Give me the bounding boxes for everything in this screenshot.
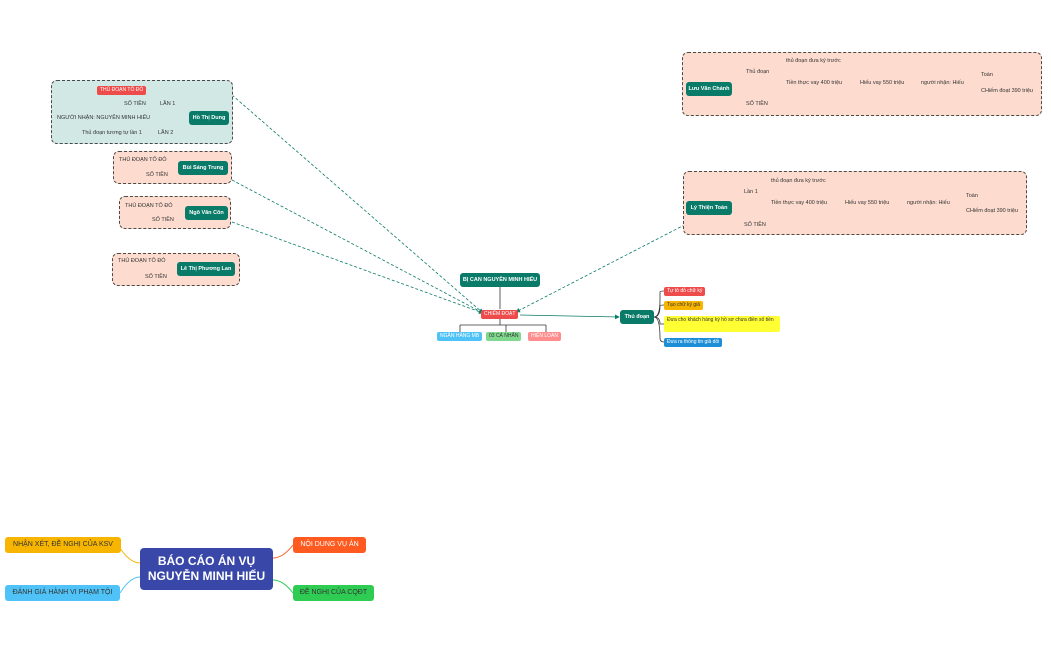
hodung-lan1[interactable]: LẦN 1 bbox=[160, 101, 176, 107]
hodung-sotien[interactable]: SỐ TIỀN bbox=[124, 101, 146, 107]
lythien-vay[interactable]: Tiền thực vay 400 triệu bbox=[771, 200, 828, 206]
target-loan[interactable]: HIỆN LOAN bbox=[528, 332, 561, 341]
lethi-thudoan[interactable]: THỦ ĐOẠN TÔ ĐỎ bbox=[118, 258, 166, 264]
method-item-4[interactable]: Đưa ra thông tin giả dối bbox=[664, 338, 723, 347]
buisang-sotien[interactable]: SỐ TIỀN bbox=[146, 172, 168, 178]
crime-node[interactable]: CHIẾM ĐOẠT bbox=[481, 310, 519, 319]
lythien-dua[interactable]: thủ đoạn đưa ký trước bbox=[771, 178, 826, 184]
person-lethi[interactable]: Lê Thị Phương Lan bbox=[177, 262, 235, 276]
root-line-2: NGUYỄN MINH HIẾU bbox=[147, 569, 266, 583]
hodung-lan2[interactable]: LẦN 2 bbox=[158, 130, 174, 136]
method-item-1[interactable]: Tự tô đỏ chữ ký bbox=[664, 287, 706, 296]
lythien-sotien[interactable]: SỐ TIỀN bbox=[744, 222, 766, 228]
hodung-thudoan-tag[interactable]: THỦ ĐOẠN TÔ ĐỎ bbox=[97, 86, 147, 95]
ngovancon-sotien[interactable]: SỐ TIỀN bbox=[152, 217, 174, 223]
lythien-lan1[interactable]: Lần 1 bbox=[744, 189, 758, 195]
person-buisang[interactable]: Bùi Sáng Trung bbox=[178, 161, 228, 175]
arrow-buisang bbox=[231, 179, 484, 314]
branch-nhanxet[interactable]: NHẬN XÉT, ĐỀ NGHỊ CỦA KSV bbox=[5, 537, 121, 553]
person-hodung[interactable]: Hồ Thị Dung bbox=[189, 111, 229, 125]
ngovancon-thudoan[interactable]: THỦ ĐOẠN TÔ ĐỎ bbox=[125, 203, 173, 209]
hodung-lan2-detail[interactable]: Thủ đoạn tương tự lần 1 bbox=[82, 130, 142, 136]
branch-noidung[interactable]: NỘI DUNG VỤ ÁN bbox=[293, 537, 366, 553]
luuvan-toan[interactable]: Toàn bbox=[981, 72, 993, 78]
luuvan-hieu[interactable]: Hiếu vay 550 triệu bbox=[860, 80, 905, 86]
person-lythien[interactable]: Lý Thiện Toàn bbox=[686, 201, 732, 215]
group-luuvan bbox=[682, 52, 1042, 116]
luuvan-chiem[interactable]: CHiếm đoạt 390 triệu bbox=[981, 88, 1033, 94]
person-ngovancon[interactable]: Ngô Văn Côn bbox=[185, 206, 228, 220]
group-lythien bbox=[683, 171, 1027, 235]
lythien-hieu[interactable]: Hiếu vay 550 triệu bbox=[845, 200, 890, 206]
branch-denghi[interactable]: ĐỀ NGHỊ CỦA CQĐT bbox=[293, 585, 374, 601]
method-item-2[interactable]: Tạo chữ ký giả bbox=[664, 301, 704, 310]
method-item-3[interactable]: Đưa cho khách hàng ký hồ sơ chưa điền số… bbox=[664, 316, 780, 332]
luuvan-dua[interactable]: thủ đoạn đưa ký trước bbox=[786, 58, 841, 64]
target-individuals[interactable]: 03 CÁ NHÂN bbox=[486, 332, 522, 341]
lythien-toan[interactable]: Toàn bbox=[966, 193, 978, 199]
luuvan-sotien[interactable]: SỐ TIỀN bbox=[746, 101, 768, 107]
arrow-hodung bbox=[231, 94, 484, 314]
buisang-thudoan[interactable]: THỦ ĐOẠN TÔ ĐỎ bbox=[119, 157, 167, 163]
arrow-ngovancon bbox=[231, 221, 484, 314]
defendant-node[interactable]: BỊ CAN NGUYỄN MINH HIẾU bbox=[460, 273, 540, 287]
luuvan-thudoan[interactable]: Thủ đoạn bbox=[746, 69, 770, 75]
target-bank[interactable]: NGÂN HÀNG MB bbox=[437, 332, 483, 341]
arrow-lythien bbox=[515, 219, 695, 313]
root-line-1: BÁO CÁO ÁN VỤ bbox=[157, 554, 256, 568]
lythien-nhan[interactable]: người nhận: Hiếu bbox=[907, 200, 950, 206]
branch-danhgia[interactable]: ĐÁNH GIÁ HÀNH VI PHẠM TỘI bbox=[5, 585, 120, 601]
method-node[interactable]: Thủ đoạn bbox=[620, 310, 654, 324]
luuvan-vay[interactable]: Tiền thực vay 400 triệu bbox=[786, 80, 843, 86]
person-luuvan[interactable]: Lưu Văn Chánh bbox=[686, 82, 732, 96]
luuvan-nhan[interactable]: người nhận: Hiếu bbox=[921, 80, 964, 86]
hodung-nguoinhan[interactable]: NGƯỜI NHẬN: NGUYỄN MINH HIẾU bbox=[57, 115, 151, 121]
lythien-chiem[interactable]: CHiếm đoạt 390 triệu bbox=[966, 208, 1018, 214]
report-root-node[interactable]: BÁO CÁO ÁN VỤ NGUYỄN MINH HIẾU bbox=[140, 548, 273, 590]
lethi-sotien[interactable]: SỐ TIỀN bbox=[145, 274, 167, 280]
